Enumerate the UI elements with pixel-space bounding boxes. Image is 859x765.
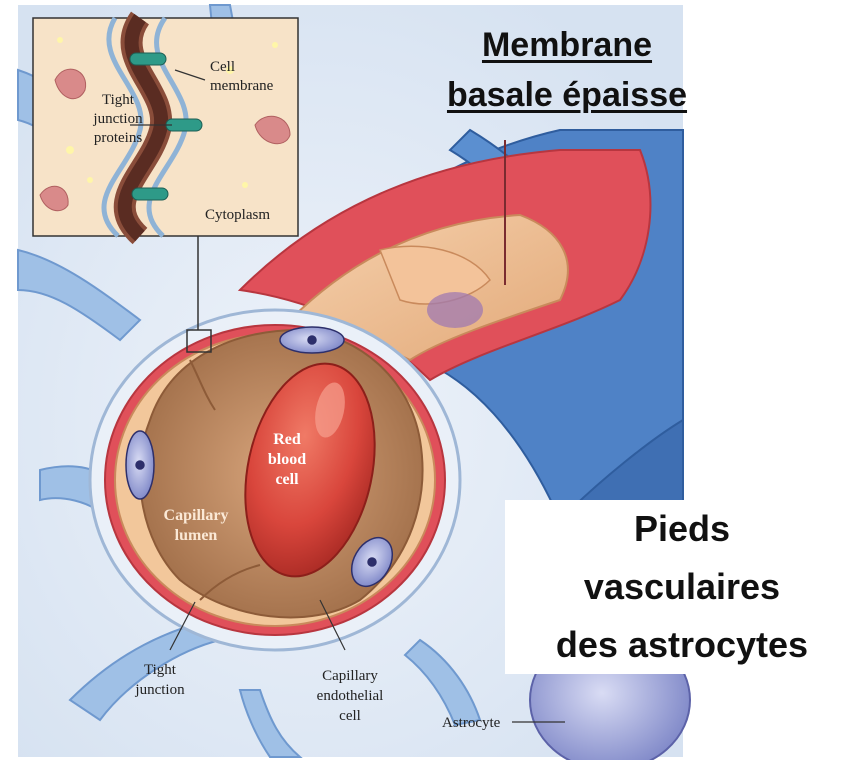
annotation-bottom-line3: des astrocytes xyxy=(505,616,859,674)
cytoplasm-label: Cytoplasm xyxy=(205,207,270,223)
red-blood-cell-label-line2: blood xyxy=(268,451,306,468)
astrocyte-label: Astrocyte xyxy=(442,715,501,731)
capillary-endothelial-cell-label-line2: endothelial xyxy=(317,688,384,704)
annotation-bottom-line2: vasculaires xyxy=(505,558,859,616)
capillary-endothelial-cell-label-line3: cell xyxy=(339,708,361,724)
tight-junction-label-line1: Tight xyxy=(144,662,177,678)
astrocyte-endfeet-annotation: Pieds vasculaires des astrocytes xyxy=(505,500,859,674)
tight-junction-proteins-label-line1: Tight xyxy=(102,92,135,108)
tight-junction-label-line2: junction xyxy=(134,682,185,698)
annotation-top-line1: Membrane xyxy=(392,20,742,70)
red-blood-cell-label-line1: Red xyxy=(273,431,301,448)
capillary-lumen-label-line1: Capillary xyxy=(164,507,229,524)
red-blood-cell-label-line3: cell xyxy=(275,471,299,488)
tight-junction-proteins-label-line2: junction xyxy=(92,111,143,127)
capillary-endothelial-cell-label-line1: Capillary xyxy=(322,668,378,684)
basement-membrane-annotation: Membrane basale épaisse xyxy=(392,20,742,120)
annotation-top-line2: basale épaisse xyxy=(392,70,742,120)
capillary-lumen-label-line2: lumen xyxy=(175,527,218,544)
cell-membrane-label-line1: Cell xyxy=(210,59,235,75)
cell-membrane-label-line2: membrane xyxy=(210,78,274,94)
tight-junction-proteins-label-line3: proteins xyxy=(94,130,142,146)
annotation-bottom-line1: Pieds xyxy=(505,500,859,558)
